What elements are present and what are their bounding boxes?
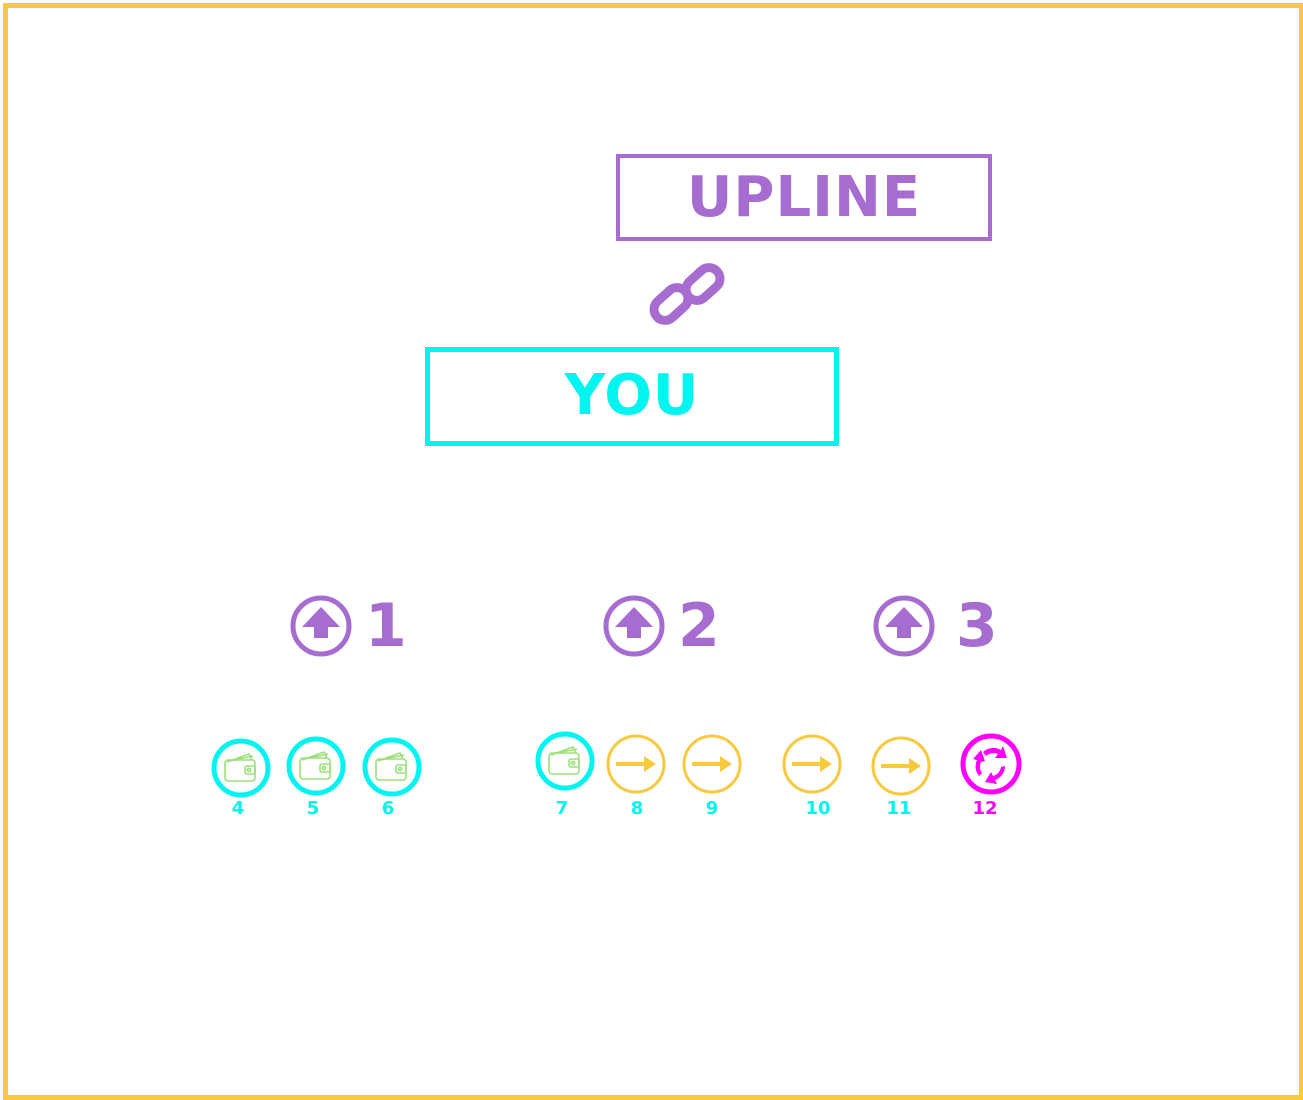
- node-label: 5: [306, 798, 320, 819]
- node-label: 9: [705, 798, 719, 819]
- link-icon: [649, 263, 725, 325]
- tree-node: [209, 736, 273, 800]
- level-number: 2: [678, 591, 720, 661]
- level-number: 1: [365, 591, 407, 661]
- wallet-icon: [286, 736, 346, 796]
- arrow-right-icon: [782, 734, 842, 794]
- tree-node: [360, 735, 424, 799]
- node-label: 4: [231, 798, 245, 819]
- tree-node: [869, 734, 933, 798]
- upline-label: UPLINE: [686, 165, 922, 230]
- node-label: 11: [886, 798, 912, 819]
- you-label: YOU: [564, 363, 700, 428]
- arrow-up-circle-icon: [603, 595, 665, 657]
- you-box: YOU: [425, 347, 839, 446]
- arrow-up-circle-icon: [873, 595, 935, 657]
- recycle-icon: [960, 733, 1022, 795]
- level-1: 1: [289, 592, 407, 660]
- level-2: 2: [602, 592, 720, 660]
- node-label: 10: [805, 798, 831, 819]
- level-number: 3: [956, 591, 998, 661]
- node-label: 8: [630, 798, 644, 819]
- tree-node: [533, 729, 597, 793]
- tree-node: [959, 732, 1023, 796]
- wallet-icon: [211, 738, 271, 798]
- arrow-up-circle-icon: [290, 595, 352, 657]
- arrow-right-icon: [871, 736, 931, 796]
- node-label: 12: [972, 798, 998, 819]
- tree-node: [604, 732, 668, 796]
- diagram-frame: [3, 3, 1303, 1100]
- tree-node: [680, 732, 744, 796]
- arrow-right-icon: [606, 734, 666, 794]
- node-label: 6: [381, 798, 395, 819]
- arrow-right-icon: [682, 734, 742, 794]
- level-3: 3: [872, 592, 998, 660]
- node-label: 7: [555, 798, 569, 819]
- wallet-icon: [535, 731, 595, 791]
- upline-box: UPLINE: [616, 154, 992, 241]
- wallet-icon: [362, 737, 422, 797]
- tree-node: [284, 734, 348, 798]
- tree-node: [780, 732, 844, 796]
